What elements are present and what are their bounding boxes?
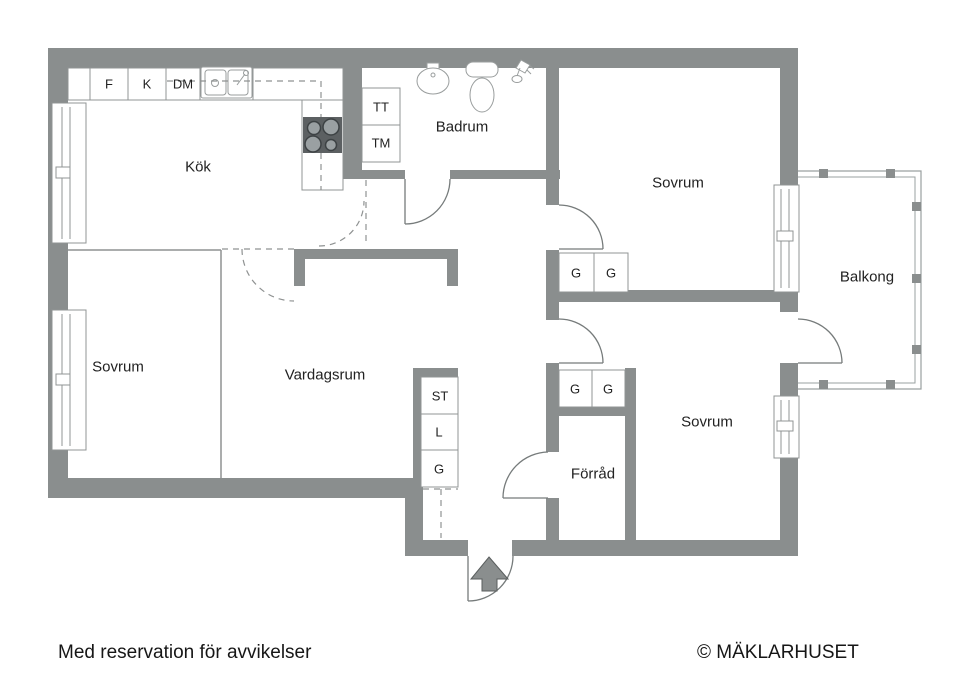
dashed-door-arcs xyxy=(241,200,365,302)
label-wardrobe: G xyxy=(605,265,617,281)
appliance-boxes xyxy=(361,87,629,488)
label-wardrobe: G xyxy=(602,381,614,397)
room-divider-lines xyxy=(68,249,222,478)
door-arc xyxy=(467,555,514,602)
room-label-bedroom-top: Sovrum xyxy=(652,174,704,192)
bathroom-sink-icon xyxy=(416,62,450,95)
wardrobe-box xyxy=(558,369,593,408)
label-wardrobe: G xyxy=(570,265,582,281)
doors xyxy=(404,178,843,602)
wardrobe-box xyxy=(593,252,629,293)
dryer-box xyxy=(361,87,401,126)
room-label-living-room: Vardagsrum xyxy=(284,366,366,384)
disclaimer-text: Med reservation för avvikelser xyxy=(58,642,312,663)
door-arc xyxy=(502,451,549,499)
window xyxy=(773,184,800,293)
room-label-balcony: Balkong xyxy=(839,268,895,286)
dashed-cabinet-lines xyxy=(167,80,458,538)
window xyxy=(51,102,87,244)
windows xyxy=(51,102,800,459)
linen-closet-box xyxy=(420,413,459,451)
washer-box xyxy=(361,124,401,163)
toilet-icon xyxy=(465,61,499,113)
door-arc xyxy=(404,178,451,225)
shower-icon xyxy=(511,59,535,83)
label-freezer: K xyxy=(142,76,152,92)
room-label-storage: Förråd xyxy=(570,465,616,483)
window xyxy=(773,395,800,459)
cleaning-closet-box xyxy=(420,376,459,415)
room-label-bedroom-right: Sovrum xyxy=(681,413,733,431)
wardrobe-box xyxy=(420,449,459,488)
window xyxy=(51,309,87,451)
label-tumble-dryer: TT xyxy=(373,99,389,115)
room-label-bathroom: Badrum xyxy=(435,118,489,136)
door-arc xyxy=(797,318,843,364)
copyright-text: © MÄKLARHUSET xyxy=(697,642,859,663)
label-hall-wardrobe: G xyxy=(433,461,445,477)
railing-posts xyxy=(819,169,921,389)
label-linen-closet: L xyxy=(435,424,443,440)
label-dishwasher: DM xyxy=(172,76,194,92)
label-wardrobe: G xyxy=(569,381,581,397)
label-washer: TM xyxy=(371,135,391,151)
stove-icon xyxy=(303,117,342,153)
entrance-arrow-icon xyxy=(469,556,510,592)
kitchen-sink-icon xyxy=(200,66,253,99)
label-cleaning-closet: ST xyxy=(431,388,449,404)
label-fridge: F xyxy=(105,76,113,92)
balcony-railing xyxy=(798,169,922,390)
door-arc xyxy=(558,318,604,364)
door-arc xyxy=(558,204,604,250)
room-label-kitchen: Kök xyxy=(185,158,211,176)
wardrobe-box xyxy=(591,369,626,408)
room-label-bedroom-left: Sovrum xyxy=(92,358,144,376)
